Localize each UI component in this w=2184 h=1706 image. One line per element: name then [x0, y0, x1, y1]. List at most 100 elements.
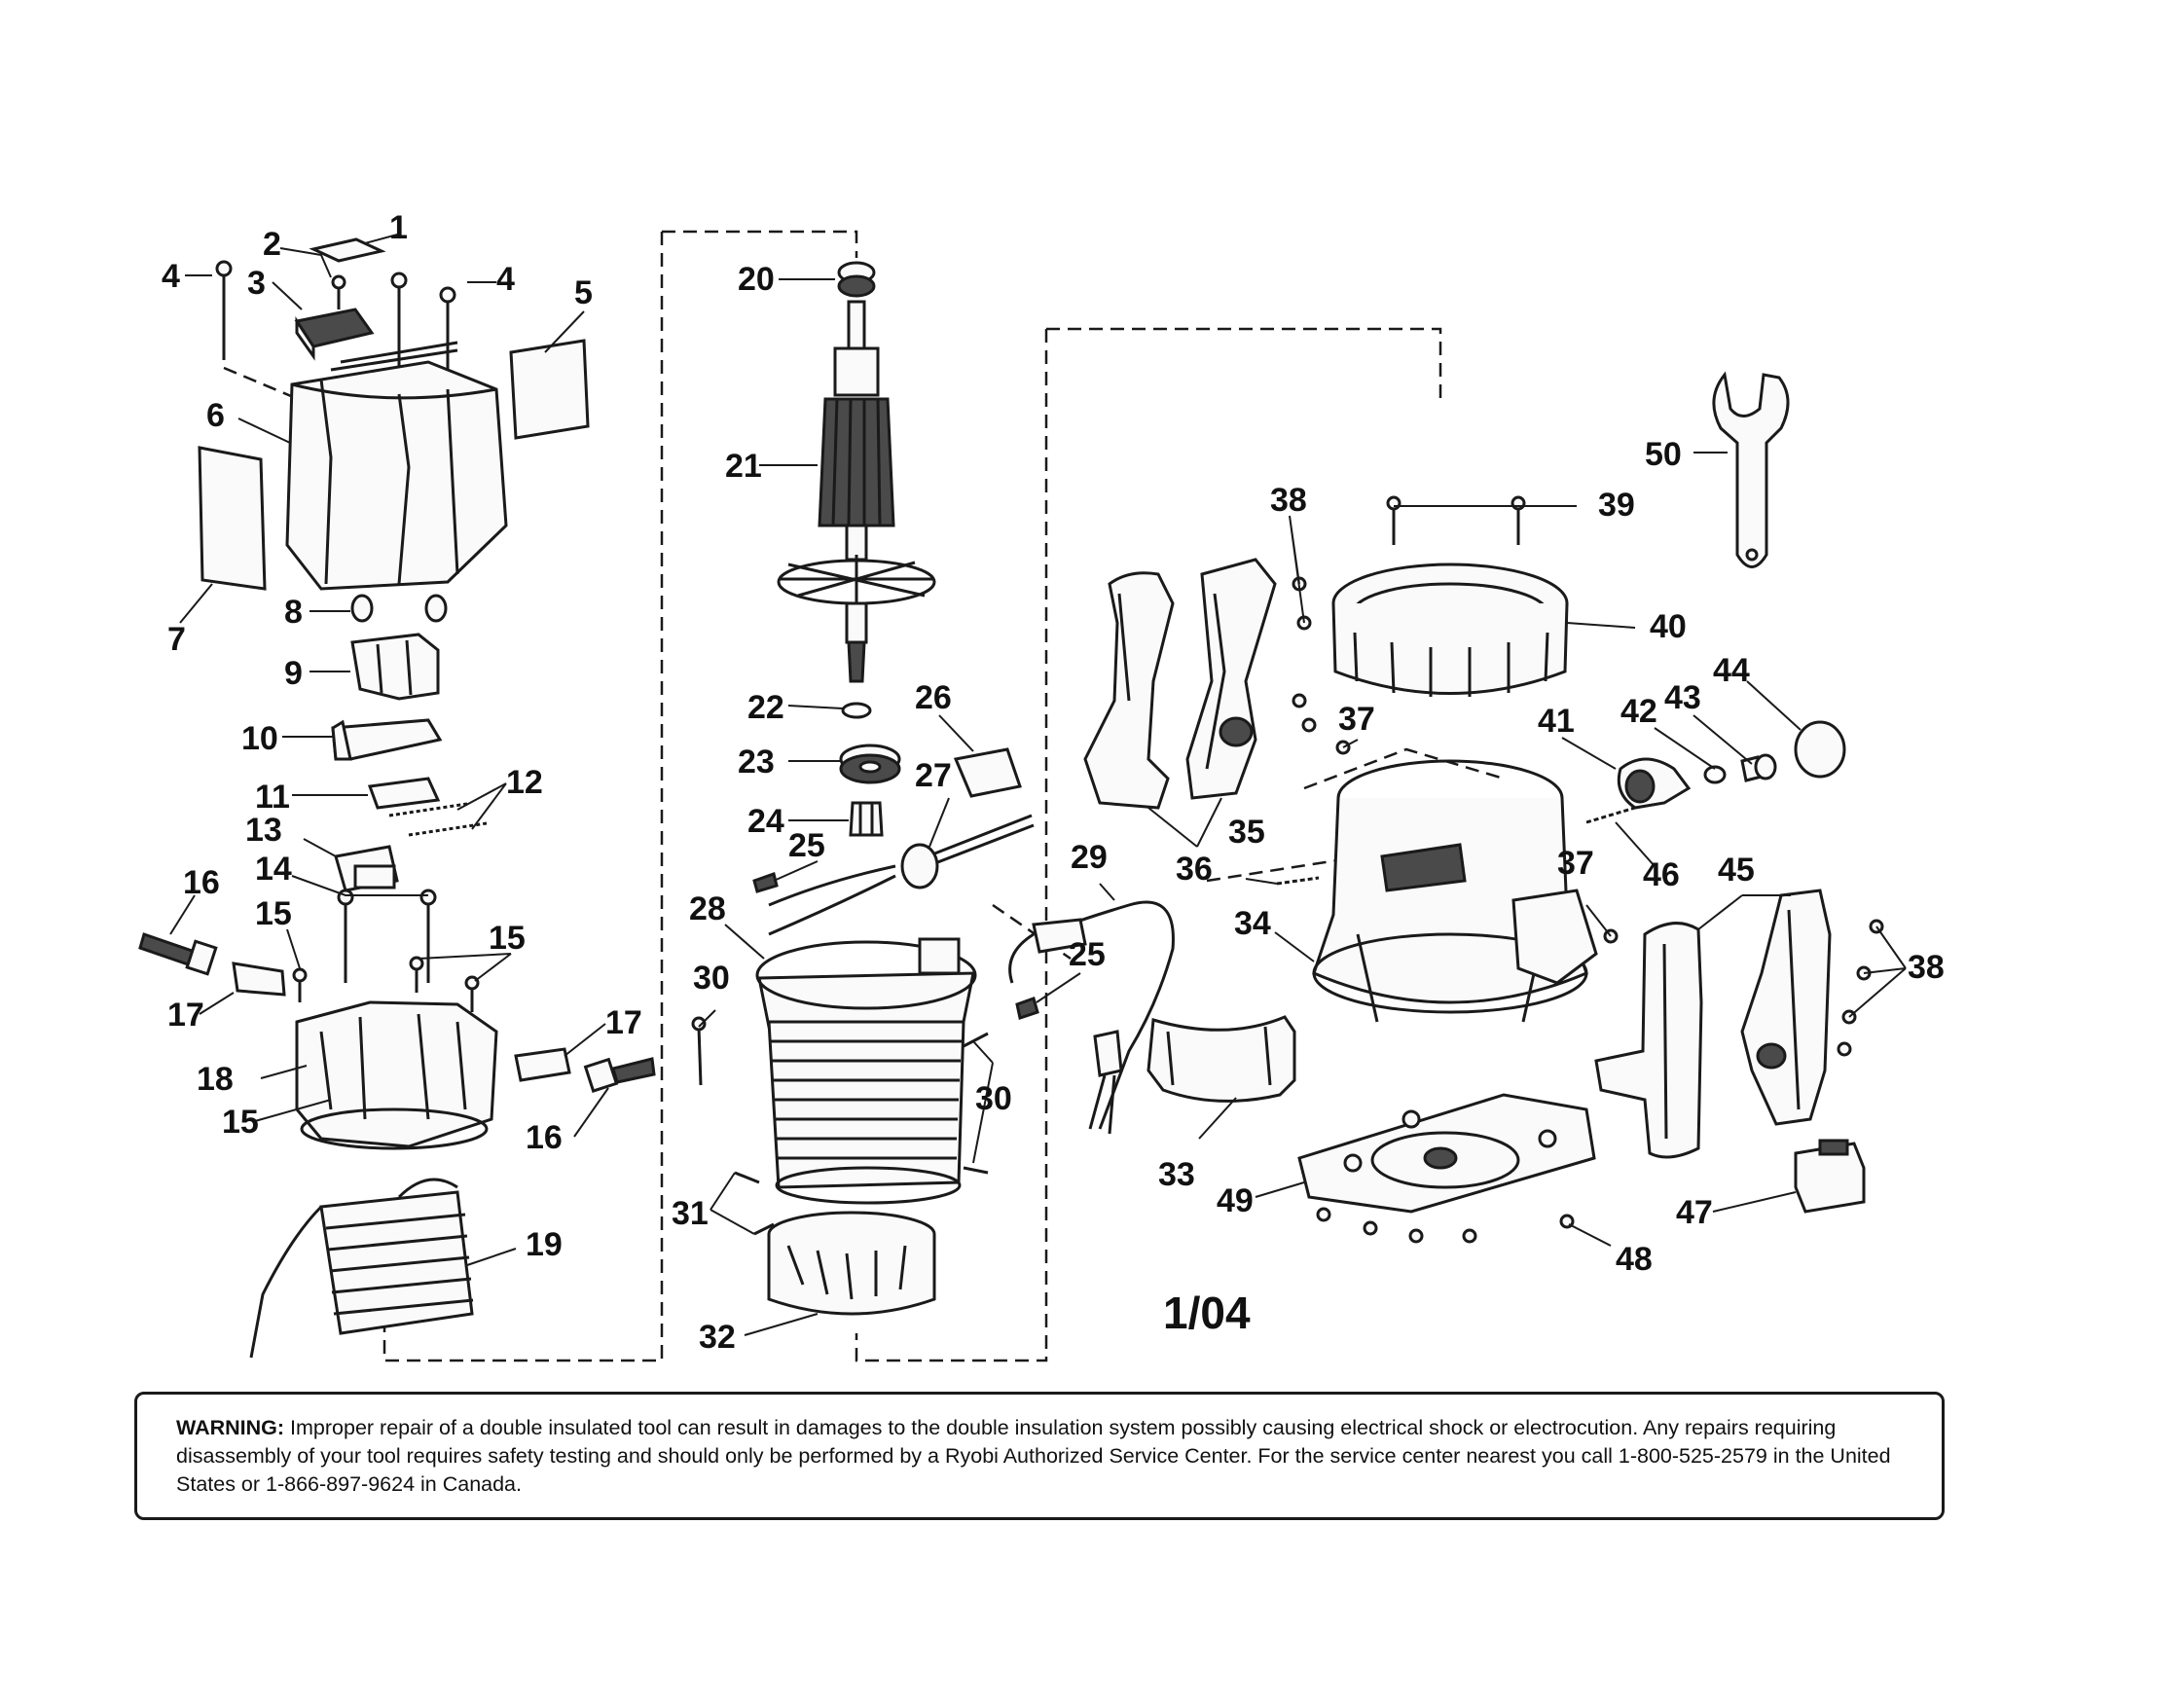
ring-40-drawing — [1331, 563, 1569, 697]
callout-41: 41 — [1538, 703, 1575, 740]
callout-36: 36 — [1176, 851, 1213, 888]
screws-30-drawing — [734, 1032, 989, 1236]
cap-3-drawing — [294, 308, 375, 361]
cord-32-drawing — [1008, 900, 1175, 1135]
brush-cap-17-right-drawing — [514, 1047, 571, 1082]
callout-45: 45 — [1718, 852, 1755, 889]
callout-43: 43 — [1664, 679, 1701, 716]
callout-49: 49 — [1217, 1182, 1254, 1219]
callout-4-left: 4 — [162, 258, 180, 295]
brush-cap-17-left-drawing — [232, 962, 286, 997]
callout-28: 28 — [689, 890, 726, 927]
wrench-50-drawing — [1712, 371, 1790, 568]
screws-38-left-drawing — [1292, 576, 1317, 733]
sub-base-49-drawing — [1297, 1093, 1596, 1214]
callout-31: 32 — [699, 1319, 736, 1356]
callout-30-left: 31 — [672, 1195, 709, 1232]
callout-42: 42 — [1620, 693, 1657, 730]
callout-8: 8 — [284, 594, 303, 631]
callout-18: 18 — [197, 1061, 234, 1098]
callout-10: 10 — [241, 720, 278, 757]
feet-8-drawing — [350, 594, 448, 623]
date-code: 1/04 — [1163, 1288, 1251, 1338]
warning-text: WARNING: Improper repair of a double ins… — [176, 1414, 1903, 1499]
callout-35: 35 — [1228, 814, 1265, 851]
brush-16-left-drawing — [138, 932, 218, 976]
disc-44-drawing — [1794, 720, 1846, 779]
callout-15-right: 15 — [489, 920, 526, 957]
callout-48: 48 — [1616, 1241, 1653, 1278]
callout-1: 1 — [389, 209, 408, 246]
callout-13: 13 — [245, 812, 282, 849]
callout-26: 26 — [915, 679, 952, 716]
clip-42-drawing — [1703, 765, 1727, 784]
leader-lines — [169, 233, 1907, 1336]
callout-16-right: 16 — [526, 1119, 563, 1156]
callout-46: 46 — [1643, 856, 1680, 893]
bearing-20-drawing — [837, 261, 876, 298]
wire-connectors-25-drawing — [752, 872, 1039, 1020]
callout-11: 11 — [255, 779, 290, 816]
handle-45-left-drawing — [1594, 922, 1703, 1159]
knob-41-drawing — [1617, 757, 1692, 810]
switch-plate-11-drawing — [367, 777, 441, 810]
motor-base-34-drawing — [1312, 759, 1598, 1023]
screws-4-drawing — [215, 260, 456, 380]
fan-31-drawing — [767, 1211, 936, 1316]
springs-12-drawing — [388, 802, 488, 837]
callout-12: 12 — [506, 764, 543, 801]
callout-33: 33 — [1158, 1156, 1195, 1193]
label-26-drawing — [953, 747, 1022, 798]
callout-50: 50 — [1645, 436, 1682, 473]
brush-16-right-drawing — [583, 1057, 656, 1093]
switch-47-drawing — [1794, 1139, 1866, 1214]
callout-27: 27 — [915, 757, 952, 794]
switch-13-drawing — [334, 845, 399, 892]
collet-24-drawing — [849, 801, 884, 837]
callout-19: 19 — [526, 1226, 563, 1263]
screws-14-drawing — [337, 889, 437, 983]
callout-9: 9 — [284, 655, 303, 692]
callout-44: 44 — [1713, 652, 1750, 689]
callout-17-right: 17 — [605, 1004, 642, 1041]
washer-22-drawing — [841, 702, 872, 719]
cord-27-drawing — [768, 814, 1035, 936]
motor-housing-6-drawing — [285, 341, 508, 591]
callout-17-left: 17 — [167, 997, 204, 1034]
callout-7: 7 — [167, 621, 186, 658]
base-plate-33-drawing — [1147, 1015, 1296, 1103]
pin-35-drawing — [1276, 876, 1320, 886]
callout-5: 5 — [574, 274, 593, 311]
callout-20: 20 — [738, 261, 775, 298]
callout-22: 22 — [747, 689, 784, 726]
label-5-drawing — [509, 339, 590, 440]
callout-23: 23 — [738, 744, 775, 780]
callout-6: 6 — [206, 397, 225, 434]
callout-labels: 1 2 3 4 4 5 6 7 8 9 10 11 12 13 14 16 15… — [162, 209, 1945, 1356]
callout-14: 14 — [255, 851, 292, 888]
callout-40: 40 — [1650, 608, 1687, 645]
warning-body: Improper repair of a double insulated to… — [176, 1416, 1891, 1496]
bracket-10-drawing — [331, 718, 443, 761]
callout-15-bottom: 15 — [222, 1104, 259, 1141]
callout-21: 21 — [725, 448, 762, 485]
part-label-1-drawing — [309, 237, 386, 263]
callout-39: 39 — [1598, 487, 1635, 524]
callout-25-right: 25 — [1069, 936, 1106, 973]
callout-4-right: 4 — [496, 261, 515, 298]
screws-48-drawing — [1316, 1207, 1575, 1244]
callout-32: 29 — [1071, 839, 1108, 876]
callout-25-left: 25 — [788, 827, 825, 864]
screw-2-drawing — [331, 274, 346, 309]
screws-39-drawing — [1386, 495, 1526, 545]
label-7-drawing — [198, 446, 267, 591]
callout-24: 24 — [747, 803, 784, 840]
handle-36-left-drawing — [1083, 571, 1175, 810]
callout-30-right: 30 — [975, 1080, 1012, 1117]
rod-46-drawing — [1585, 806, 1636, 824]
brush-holder-9-drawing — [350, 633, 440, 701]
field-bracket-18-drawing — [295, 1000, 498, 1150]
callout-47: 47 — [1676, 1194, 1713, 1231]
callout-29: 30 — [693, 960, 730, 997]
